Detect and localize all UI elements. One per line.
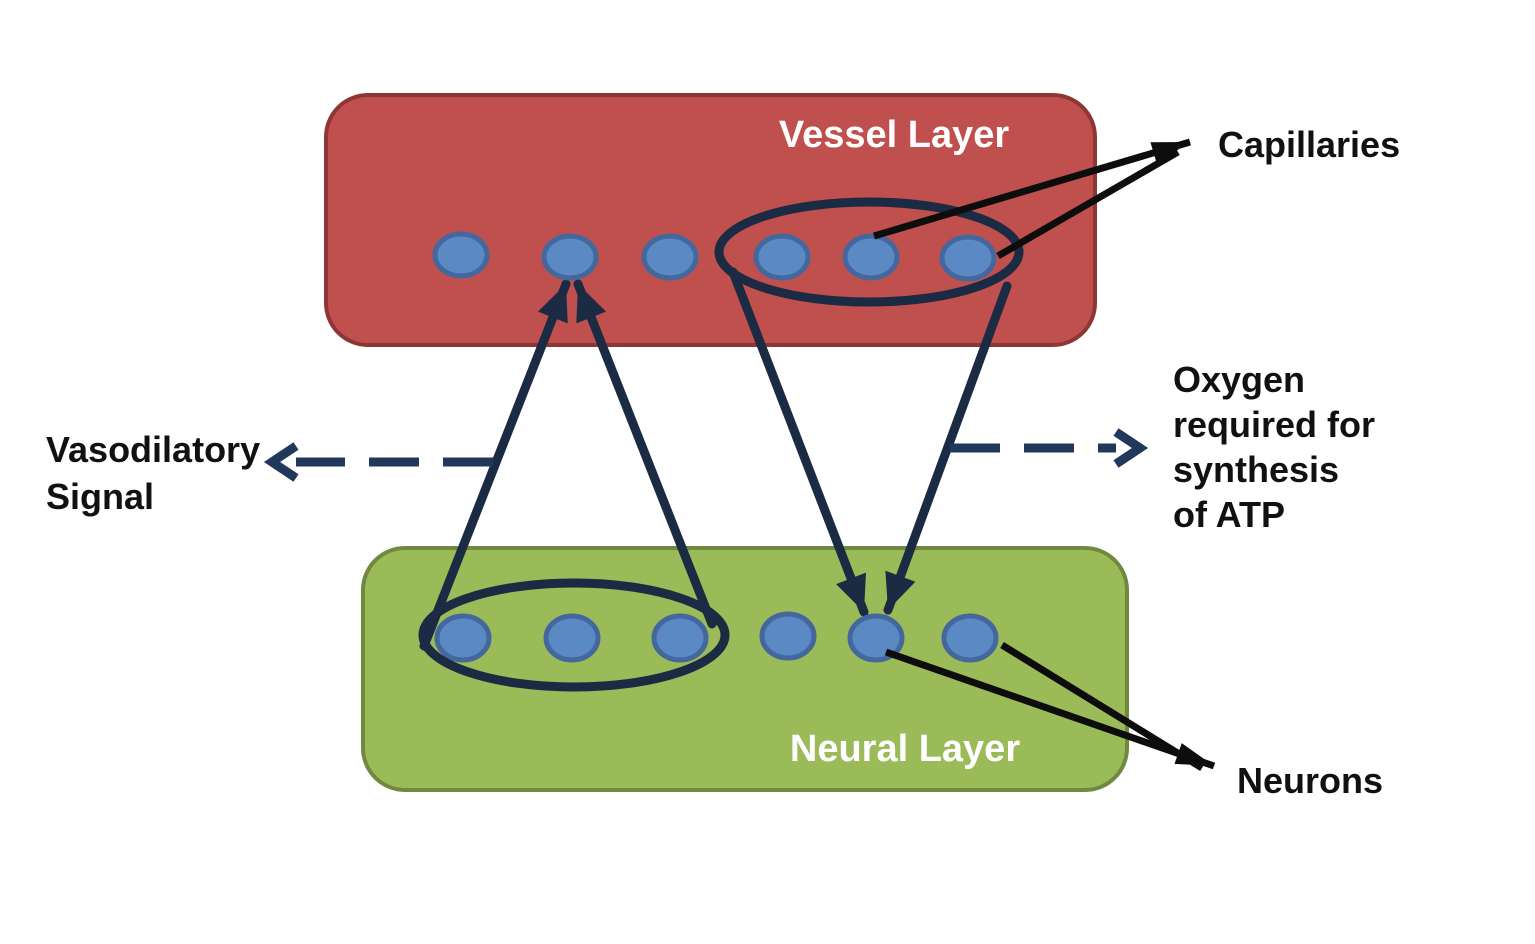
neural-to-vessel-arrow-left	[419, 279, 571, 651]
vessel-to-neural-arrow-right	[883, 281, 1012, 615]
oxygen-label-line1: Oxygen	[1173, 359, 1305, 400]
capillaries-pointer-line-2	[996, 148, 1180, 260]
neural-layer-box	[361, 546, 1129, 792]
capillary-dot	[541, 233, 599, 281]
neurons-pointer-line-2	[1000, 642, 1204, 771]
vessel-layer-label: Vessel Layer	[779, 114, 1010, 156]
capillary-dot	[432, 231, 490, 279]
neurons-pointer-line-1	[884, 648, 1216, 770]
neuron-dot	[651, 613, 709, 663]
oxygen-label-line4: of ATP	[1173, 494, 1285, 535]
capillary-dot	[939, 234, 997, 282]
neural-layer-label: Neural Layer	[790, 728, 1020, 770]
neuron-dot	[434, 613, 492, 663]
neuron-dot	[543, 613, 601, 663]
capillaries-label: Capillaries	[1218, 124, 1400, 165]
neuron-dot	[941, 613, 999, 663]
capillary-dots	[432, 231, 997, 282]
vessel-layer-box	[324, 93, 1097, 347]
neuron-dots	[434, 611, 999, 663]
vessel-to-neural-arrow-left	[728, 267, 869, 617]
capillary-dot	[641, 233, 699, 281]
oxygen-label-line2: required for	[1173, 404, 1375, 445]
vasodilatory-signal-label-line2: Signal	[46, 476, 154, 517]
capillary-dot	[842, 233, 900, 281]
capillary-dot	[753, 233, 811, 281]
capillaries-pointer-line-1	[873, 138, 1191, 240]
neuron-dot	[759, 611, 817, 661]
neuron-dot	[847, 613, 905, 663]
neuron-group-ellipse	[418, 578, 730, 692]
neural-to-vessel-arrow-right	[573, 279, 717, 629]
oxygen-label-line3: synthesis	[1173, 449, 1339, 490]
neurons-label: Neurons	[1237, 760, 1383, 801]
capillary-group-ellipse	[714, 197, 1024, 307]
vasodilatory-signal-label-line1: Vasodilatory	[46, 429, 260, 470]
